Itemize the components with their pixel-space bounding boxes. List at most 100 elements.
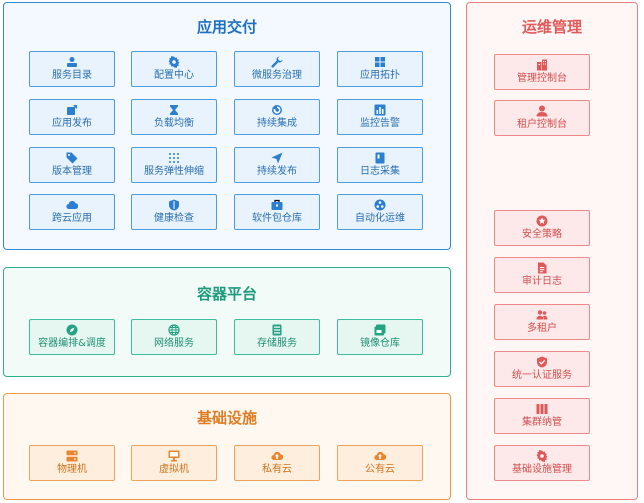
physical-machine-label: 物理机 <box>57 464 87 475</box>
server-icon <box>66 450 78 462</box>
infrastructure-title: 基础设施 <box>196 409 257 427</box>
infra-management-label: 基础设施管理 <box>512 464 572 475</box>
version-management-label: 版本管理 <box>52 166 92 177</box>
app-publish-button[interactable]: 应用发布 <box>29 99 115 135</box>
elastic-scaling-label: 服务弹性伸缩 <box>144 166 204 177</box>
gear-icon <box>536 450 548 462</box>
continuous-delivery-label: 持续发布 <box>257 166 297 177</box>
continuous-delivery-button[interactable]: 持续发布 <box>234 147 320 183</box>
shield-check-icon <box>536 356 548 368</box>
shield-icon <box>168 199 180 211</box>
book-icon <box>374 152 386 164</box>
security-policy-label: 安全策略 <box>522 229 562 240</box>
service-catalog-label: 服务目录 <box>52 70 92 81</box>
container-platform-title: 容器平台 <box>196 285 257 303</box>
dots-grid-icon <box>168 152 180 164</box>
cluster-management-label: 集群纳管 <box>522 417 562 428</box>
public-cloud-label: 公有云 <box>365 464 395 475</box>
service-catalog-button[interactable]: 服务目录 <box>29 51 115 87</box>
private-cloud-button[interactable]: 私有云 <box>234 445 320 481</box>
cross-cloud-app-button[interactable]: 跨云应用 <box>29 194 115 230</box>
multi-tenant-button[interactable]: 多租户 <box>494 304 590 340</box>
cluster-icon <box>536 403 548 415</box>
cloud-upload-icon <box>374 450 386 462</box>
users-icon <box>536 309 548 321</box>
cluster-management-button[interactable]: 集群纳管 <box>494 398 590 434</box>
app-delivery-panel: 应用交付 服务目录 配置中心 微服务治理 应用拓扑 应用发布 负载均衡 持续集成… <box>3 2 451 250</box>
hourglass-icon <box>168 104 180 116</box>
log-collection-label: 日志采集 <box>360 166 400 177</box>
network-service-label: 网络服务 <box>154 338 194 349</box>
continuous-integration-button[interactable]: 持续集成 <box>234 99 320 135</box>
cloud-upload-icon <box>271 450 283 462</box>
audit-log-label: 审计日志 <box>522 276 562 287</box>
private-cloud-label: 私有云 <box>262 464 292 475</box>
globe-icon <box>168 324 180 336</box>
app-topology-button[interactable]: 应用拓扑 <box>337 51 423 87</box>
grid-icon <box>374 56 386 68</box>
cross-cloud-app-label: 跨云应用 <box>52 213 92 224</box>
document-icon <box>536 262 548 274</box>
container-orchestration-button[interactable]: 容器编排&调度 <box>29 319 115 355</box>
monitor-icon <box>168 450 180 462</box>
gear-icon <box>168 56 180 68</box>
image-icon <box>374 324 386 336</box>
infrastructure-panel: 基础设施 物理机 虚拟机 私有云 公有云 <box>3 393 451 500</box>
image-registry-label: 镜像仓库 <box>360 338 400 349</box>
service-catalog-icon <box>66 56 78 68</box>
storage-service-button[interactable]: 存储服务 <box>234 319 320 355</box>
database-icon <box>271 324 283 336</box>
storage-service-label: 存储服务 <box>257 338 297 349</box>
star-badge-icon <box>536 215 548 227</box>
security-policy-button[interactable]: 安全策略 <box>494 210 590 246</box>
operations-panel: 运维管理 管理控制台 租户控制台 安全策略 审计日志 多租户 统一认证服务 集群… <box>466 2 638 500</box>
admin-console-button[interactable]: 管理控制台 <box>494 54 590 90</box>
send-icon <box>271 152 283 164</box>
cloud-icon <box>66 199 78 211</box>
automated-ops-button[interactable]: 自动化运维 <box>337 194 423 230</box>
multi-tenant-label: 多租户 <box>527 323 557 334</box>
monitoring-alerts-label: 监控告警 <box>360 118 400 129</box>
health-check-button[interactable]: 健康检查 <box>131 194 217 230</box>
public-cloud-button[interactable]: 公有云 <box>337 445 423 481</box>
continuous-integration-label: 持续集成 <box>257 118 297 129</box>
microservice-governance-label: 微服务治理 <box>252 70 302 81</box>
load-balancing-button[interactable]: 负载均衡 <box>131 99 217 135</box>
app-topology-label: 应用拓扑 <box>360 70 400 81</box>
operations-title: 运维管理 <box>521 18 582 36</box>
tag-icon <box>66 152 78 164</box>
network-service-button[interactable]: 网络服务 <box>131 319 217 355</box>
microservice-governance-button[interactable]: 微服务治理 <box>234 51 320 87</box>
version-management-button[interactable]: 版本管理 <box>29 147 115 183</box>
tenant-console-button[interactable]: 租户控制台 <box>494 100 590 136</box>
cycle-icon <box>271 104 283 116</box>
automation-icon <box>374 199 386 211</box>
automated-ops-label: 自动化运维 <box>355 213 405 224</box>
audit-log-button[interactable]: 审计日志 <box>494 257 590 293</box>
compass-icon <box>66 324 78 336</box>
container-orchestration-label: 容器编排&调度 <box>38 338 106 349</box>
admin-console-label: 管理控制台 <box>517 73 567 84</box>
infra-management-button[interactable]: 基础设施管理 <box>494 445 590 481</box>
building-icon <box>536 59 548 71</box>
container-platform-panel: 容器平台 容器编排&调度 网络服务 存储服务 镜像仓库 <box>3 267 451 377</box>
elastic-scaling-button[interactable]: 服务弹性伸缩 <box>131 147 217 183</box>
config-center-button[interactable]: 配置中心 <box>131 51 217 87</box>
unified-auth-label: 统一认证服务 <box>512 370 572 381</box>
config-center-label: 配置中心 <box>154 70 194 81</box>
log-collection-button[interactable]: 日志采集 <box>337 147 423 183</box>
tenant-console-label: 租户控制台 <box>517 119 567 130</box>
app-delivery-title: 应用交付 <box>196 18 257 36</box>
unified-auth-button[interactable]: 统一认证服务 <box>494 351 590 387</box>
briefcase-icon <box>271 199 283 211</box>
publish-icon <box>66 104 78 116</box>
physical-machine-button[interactable]: 物理机 <box>29 445 115 481</box>
monitoring-alerts-button[interactable]: 监控告警 <box>337 99 423 135</box>
image-registry-button[interactable]: 镜像仓库 <box>337 319 423 355</box>
user-icon <box>536 105 548 117</box>
virtual-machine-label: 虚拟机 <box>159 464 189 475</box>
bar-chart-icon <box>374 104 386 116</box>
package-repo-button[interactable]: 软件包仓库 <box>234 194 320 230</box>
virtual-machine-button[interactable]: 虚拟机 <box>131 445 217 481</box>
wrench-icon <box>271 56 283 68</box>
